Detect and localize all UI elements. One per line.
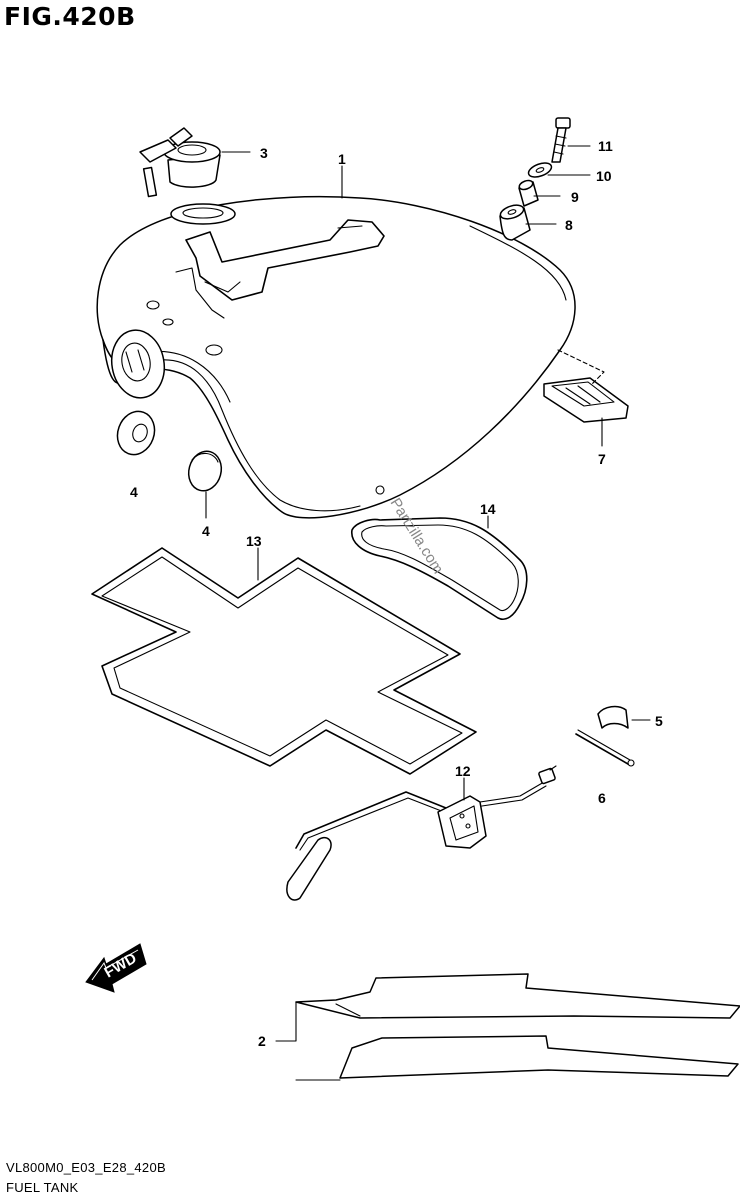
rubber-cap-part[interactable] xyxy=(184,448,225,495)
callout-3[interactable]: 3 xyxy=(260,145,268,161)
watermark-text: Partzilla.com xyxy=(387,495,447,577)
diagram-caption: FUEL TANK xyxy=(6,1180,79,1195)
bolt-part[interactable] xyxy=(551,117,571,163)
washer-part[interactable] xyxy=(527,160,554,179)
callout-4[interactable]: 4 xyxy=(202,523,210,539)
callout-11[interactable]: 11 xyxy=(598,138,613,154)
small-gasket-part[interactable] xyxy=(351,517,528,620)
callout-4[interactable]: 4 xyxy=(130,484,138,500)
rear-cushion-part[interactable] xyxy=(543,377,629,423)
rubber-cushion-part[interactable] xyxy=(112,406,161,460)
callout-6[interactable]: 6 xyxy=(598,790,606,806)
callout-13[interactable]: 13 xyxy=(246,533,262,549)
callout-1[interactable]: 1 xyxy=(338,151,346,167)
fuel-tank-part[interactable] xyxy=(96,195,576,519)
callout-9[interactable]: 9 xyxy=(571,189,579,205)
callout-5[interactable]: 5 xyxy=(655,713,663,729)
fuel-cap-part[interactable] xyxy=(139,127,221,198)
spacer-part[interactable] xyxy=(518,179,539,207)
tank-plate-part[interactable] xyxy=(295,973,740,1079)
callout-12[interactable]: 12 xyxy=(455,763,471,779)
fuel-level-gauge-part[interactable] xyxy=(286,765,557,901)
callout-8[interactable]: 8 xyxy=(565,217,573,233)
callout-7[interactable]: 7 xyxy=(598,451,606,467)
forward-direction-arrow: FWD xyxy=(85,943,147,993)
clamp-part[interactable] xyxy=(597,705,629,729)
cushion-part[interactable] xyxy=(499,203,531,241)
large-gasket-part[interactable] xyxy=(91,547,477,775)
diagram-code: VL800M0_E03_E28_420B xyxy=(6,1160,166,1175)
figure-title: FIG.420B xyxy=(4,2,136,31)
callout-14[interactable]: 14 xyxy=(480,501,496,517)
callout-2[interactable]: 2 xyxy=(258,1033,266,1049)
callout-10[interactable]: 10 xyxy=(596,168,612,184)
leader-lines xyxy=(205,145,651,1081)
cable-tie-part[interactable] xyxy=(575,729,635,767)
